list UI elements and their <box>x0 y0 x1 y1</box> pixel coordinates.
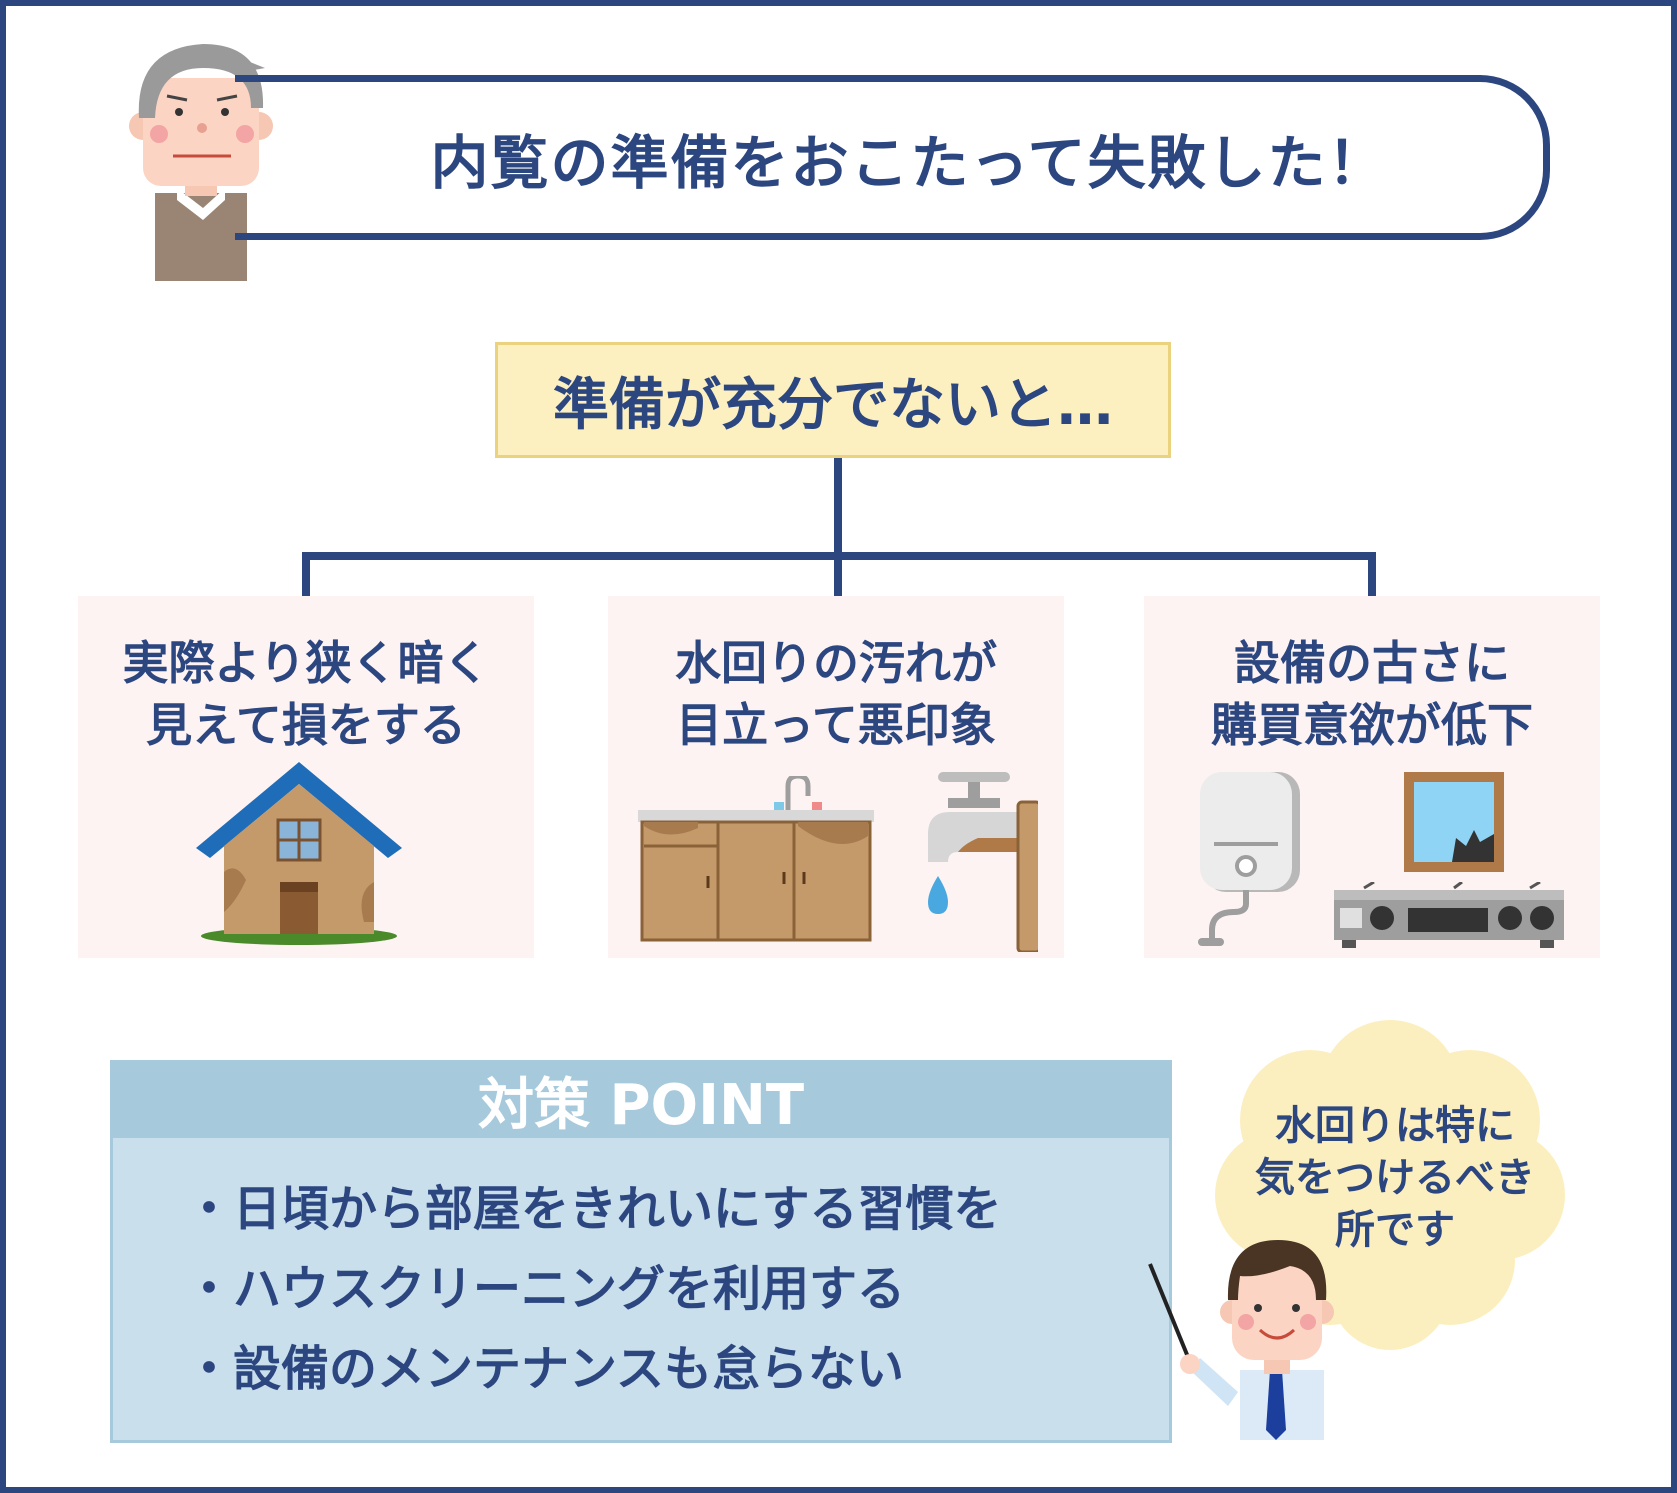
card-dark-rooms: 実際より狭く暗く 見えて損をする <box>78 596 534 958</box>
connector-lines <box>302 458 1376 596</box>
sink-cabinet-icon <box>638 776 874 942</box>
card-dark-rooms-text: 実際より狭く暗く 見えて損をする <box>78 632 534 756</box>
bubble-line3: 所です <box>1335 1207 1455 1253</box>
water-heater-icon <box>1198 772 1300 946</box>
card-dark-rooms-line2: 見えて損をする <box>146 698 466 752</box>
presenter-man-illustration <box>1148 1240 1334 1440</box>
card-old-equipment-line2: 購買意欲が低下 <box>1211 698 1533 752</box>
lead-text: 準備が充分でないと… <box>553 372 1113 438</box>
card-old-equipment-text: 設備の古さに 購買意欲が低下 <box>1144 632 1600 756</box>
card-water-dirt-text: 水回りの汚れが 目立って悪印象 <box>608 632 1064 756</box>
page-title: 内覧の準備をおこたって失敗した！ <box>430 128 1388 197</box>
point-title: 対策 POINT <box>477 1073 805 1138</box>
bubble-line1: 水回りは特に <box>1275 1103 1515 1149</box>
card-water-dirt-line1: 水回りの汚れが <box>675 636 997 690</box>
bubble-line2: 気をつけるべき <box>1255 1155 1535 1201</box>
thought-bubble <box>1215 1020 1565 1350</box>
gas-stove-icon <box>1334 882 1564 948</box>
bubble-text: 水回りは特に 気をつけるべき 所です <box>1230 1100 1560 1256</box>
point-item: ・ハウスクリーニングを利用する <box>185 1261 906 1317</box>
card-water-dirt-line2: 目立って悪印象 <box>676 698 996 752</box>
title-banner: 内覧の準備をおこたって失敗した！ <box>235 75 1550 240</box>
point-item: ・設備のメンテナンスも怠らない <box>185 1341 905 1397</box>
card-old-equipment: 設備の古さに 購買意欲が低下 <box>1144 596 1600 958</box>
card-dark-rooms-line1: 実際より狭く暗く <box>122 636 490 690</box>
broken-window-icon <box>1404 772 1504 872</box>
point-header: 対策 POINT <box>113 1063 1169 1138</box>
point-box: 対策 POINT ・日頃から部屋をきれいにする習慣を ・ハウスクリーニングを利用… <box>110 1060 1172 1443</box>
house-icon <box>196 762 402 945</box>
point-item: ・日頃から部屋をきれいにする習慣を <box>185 1181 1002 1237</box>
lead-box: 準備が充分でないと… <box>495 342 1171 458</box>
faucet-icon <box>928 772 1038 952</box>
card-water-dirt: 水回りの汚れが 目立って悪印象 <box>608 596 1064 958</box>
card-old-equipment-line1: 設備の古さに <box>1234 636 1510 690</box>
